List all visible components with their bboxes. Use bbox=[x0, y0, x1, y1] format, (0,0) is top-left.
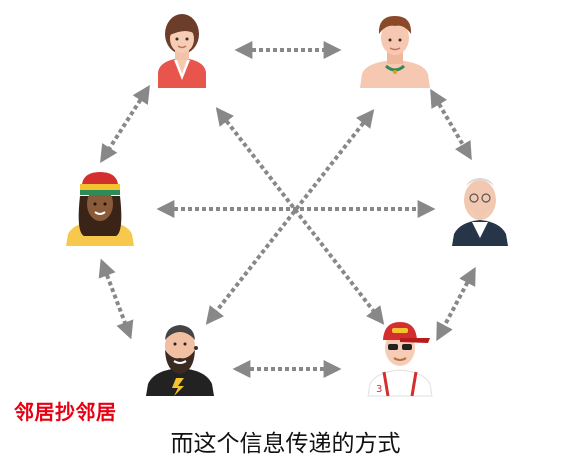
arrow-rasta-to-bearded bbox=[98, 258, 134, 340]
bearded-man-avatar-icon bbox=[146, 325, 214, 396]
caption-subtitle: 而这个信息传递的方式 bbox=[170, 431, 401, 457]
arrow-old-man-to-cap bbox=[436, 266, 476, 342]
cap-sunglasses-man-avatar-icon: 3 bbox=[367, 322, 433, 397]
woman-avatar-icon bbox=[158, 14, 206, 88]
arrow-woman-to-rasta bbox=[100, 84, 150, 164]
old-man-avatar-icon bbox=[452, 178, 508, 246]
rasta-man-avatar-icon bbox=[66, 172, 134, 246]
arrow-woman-to-cap bbox=[215, 107, 385, 325]
caption-title: 邻居抄邻居 bbox=[14, 400, 117, 424]
jersey-number: 3 bbox=[376, 384, 382, 395]
arrow-man-to-old-man bbox=[430, 88, 472, 161]
arrows-group bbox=[98, 41, 476, 378]
shirtless-man-avatar-icon bbox=[360, 16, 430, 88]
arrow-man-to-bearded bbox=[205, 109, 375, 325]
